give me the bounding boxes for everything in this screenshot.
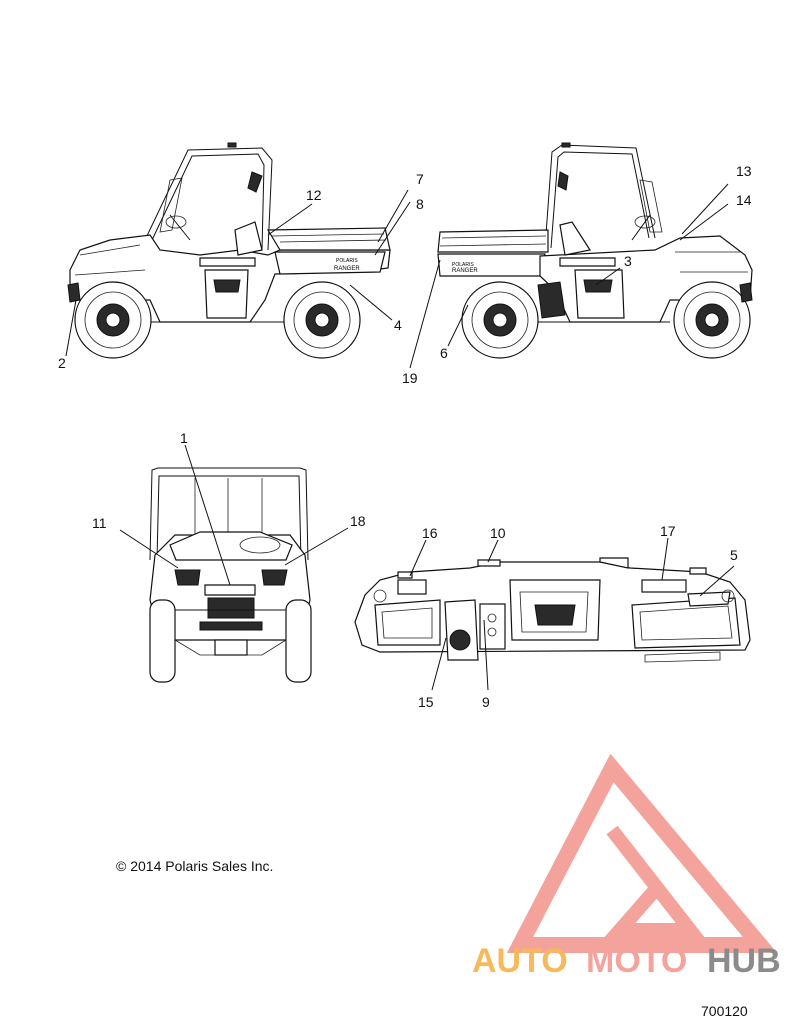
bed-brand-text: POLARIS (336, 258, 358, 264)
callout-16: 16 (422, 525, 438, 541)
callout-8: 8 (416, 196, 424, 212)
vehicle-left-side-view: POLARIS RANGER (67, 142, 391, 359)
callout-10: 10 (490, 525, 506, 541)
callout-4: 4 (394, 317, 402, 333)
callout-7: 7 (416, 171, 424, 187)
callout-2: 2 (58, 355, 66, 371)
dashboard-view (354, 557, 751, 663)
callout-19: 19 (402, 370, 418, 386)
vehicle-front-view (149, 467, 312, 683)
watermark-inner-shape (604, 825, 705, 937)
callout-11: 11 (92, 515, 107, 531)
bed-brand-text-right: POLARIS (452, 262, 474, 268)
callout-6: 6 (440, 345, 448, 361)
watermark-text-auto: AUTO (472, 942, 568, 980)
callout-15: 15 (418, 694, 434, 710)
callout-12: 12 (306, 187, 322, 203)
drawing-number: 700120 (701, 1003, 748, 1019)
watermark-text-moto: MOTO (586, 942, 687, 980)
callout-1: 1 (180, 430, 188, 446)
bed-decal-text: RANGER (334, 266, 360, 272)
callout-5: 5 (730, 547, 738, 563)
bed-decal-text-right: RANGER (452, 268, 478, 274)
callout-18: 18 (350, 513, 366, 529)
callout-17: 17 (660, 523, 676, 539)
copyright-text: © 2014 Polaris Sales Inc. (116, 858, 274, 874)
callout-9: 9 (482, 694, 490, 710)
callout-labels: 1 2 3 4 5 6 7 8 9 10 11 12 13 14 15 16 1… (58, 163, 752, 710)
watermark-text-hub: HUB (707, 942, 781, 980)
watermark-triangle (506, 753, 778, 953)
leader-lines (65, 183, 735, 691)
vehicle-right-side-view: POLARIS RANGER (437, 142, 753, 359)
callout-14: 14 (736, 192, 752, 208)
callout-13: 13 (736, 163, 752, 179)
watermark-logo: AUTO MOTO HUB (472, 753, 781, 980)
callout-3: 3 (624, 253, 632, 269)
